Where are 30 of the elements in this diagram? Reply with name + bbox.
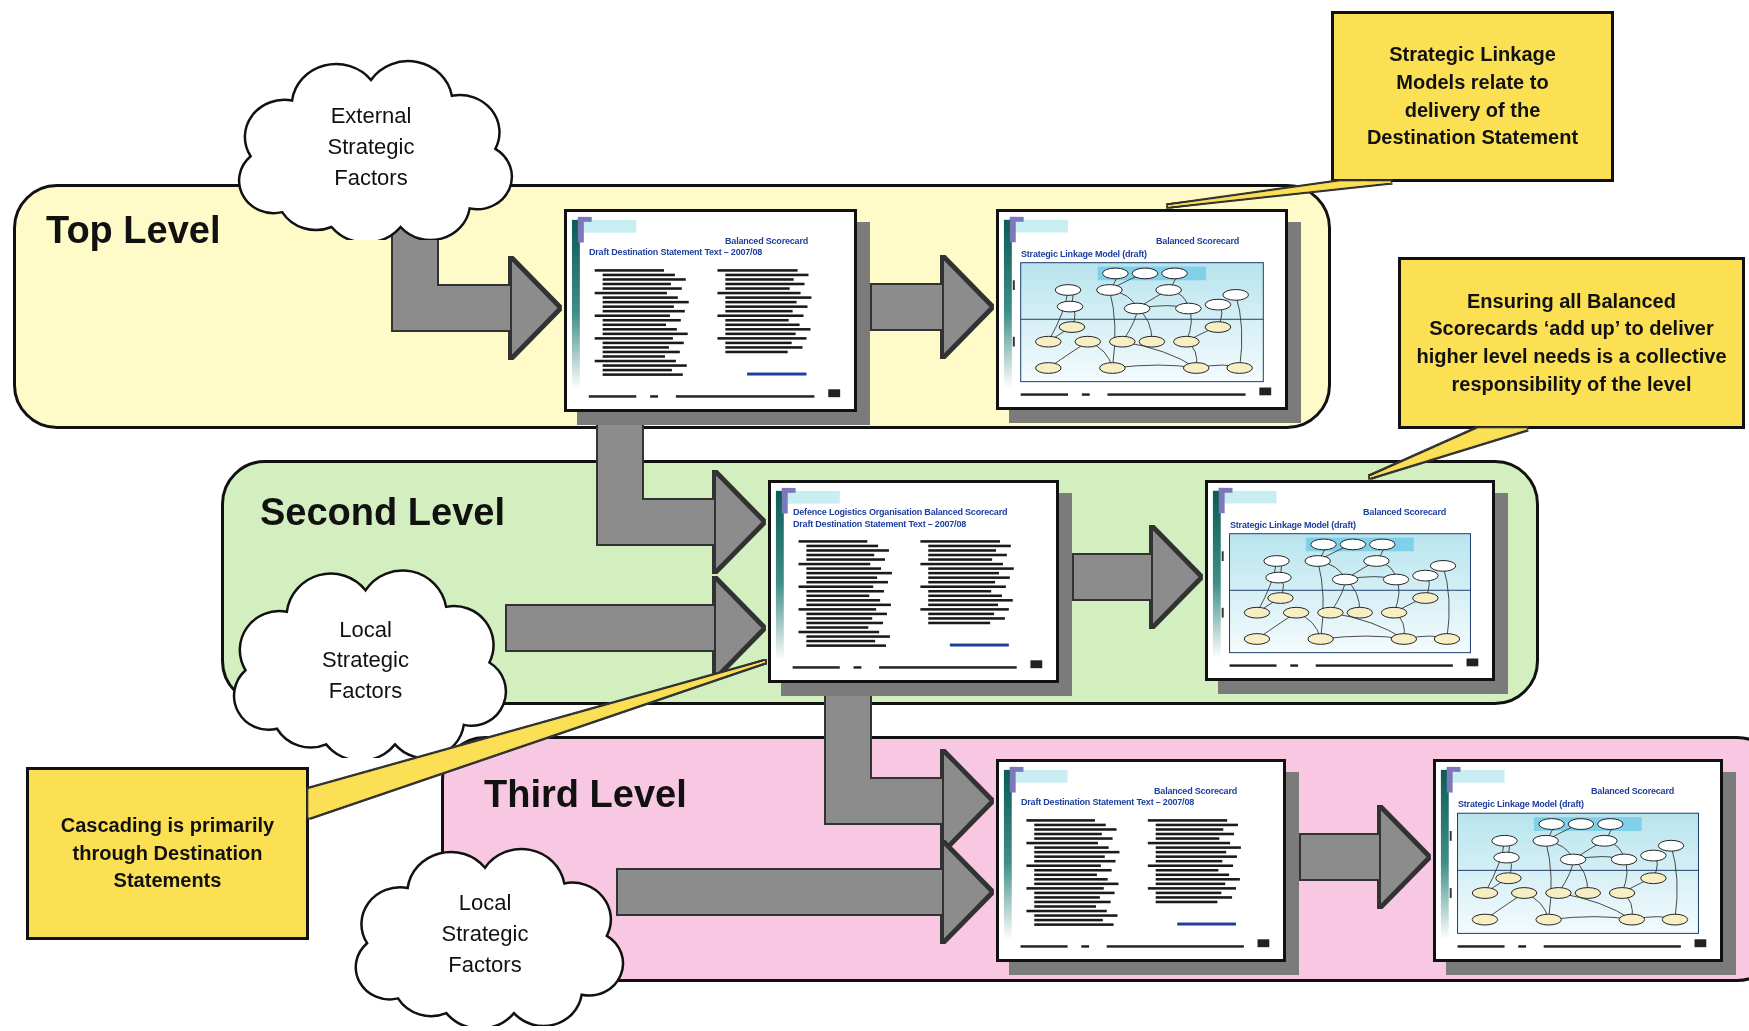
slide-heading: Draft Destination Statement Text – 2007/08 [1021,797,1194,807]
slide-heading: Draft Destination Statement Text – 2007/08 [589,247,762,257]
level-title: Top Level [46,209,221,252]
slide-heading: Strategic Linkage Model (draft) [1230,520,1356,530]
slide-heading: Defence Logistics Organisation Balanced Scorecard [793,507,1008,517]
slide-heading: Balanced Scorecard [1591,786,1674,796]
level-title: Second Level [260,491,505,534]
slide-heading: Balanced Scorecard [1154,786,1237,796]
block-arrow [393,226,560,358]
slide-heading: Draft Destination Statement Text – 2007/08 [793,519,966,529]
block-arrow [872,257,992,357]
block-arrow [618,842,992,942]
cloud-label: Local Strategic Factors [321,615,410,705]
block-arrow [1301,807,1429,907]
callout-pointer [1167,181,1391,207]
callout: Strategic Linkage Models relate to delivery of the Destination Statement [1331,11,1614,182]
slide-heading: Strategic Linkage Model (draft) [1021,249,1147,259]
slide-heading: Balanced Scorecard [1363,507,1446,517]
level-title: Third Level [484,773,687,816]
slide-heading: Balanced Scorecard [725,236,808,246]
cloud-label: External Strategic Factors [326,101,416,192]
callout-pointer [308,661,766,818]
callout-pointer [1369,428,1527,478]
level-band [13,184,1331,429]
block-arrow [507,578,764,678]
slide-heading: Balanced Scorecard [1156,236,1239,246]
cloud-label: Local Strategic Factors [440,888,530,979]
slide-heading: Strategic Linkage Model (draft) [1458,799,1584,809]
block-arrow [1074,527,1201,627]
callout: Cascading is primarily through Destination Statements [26,767,309,940]
